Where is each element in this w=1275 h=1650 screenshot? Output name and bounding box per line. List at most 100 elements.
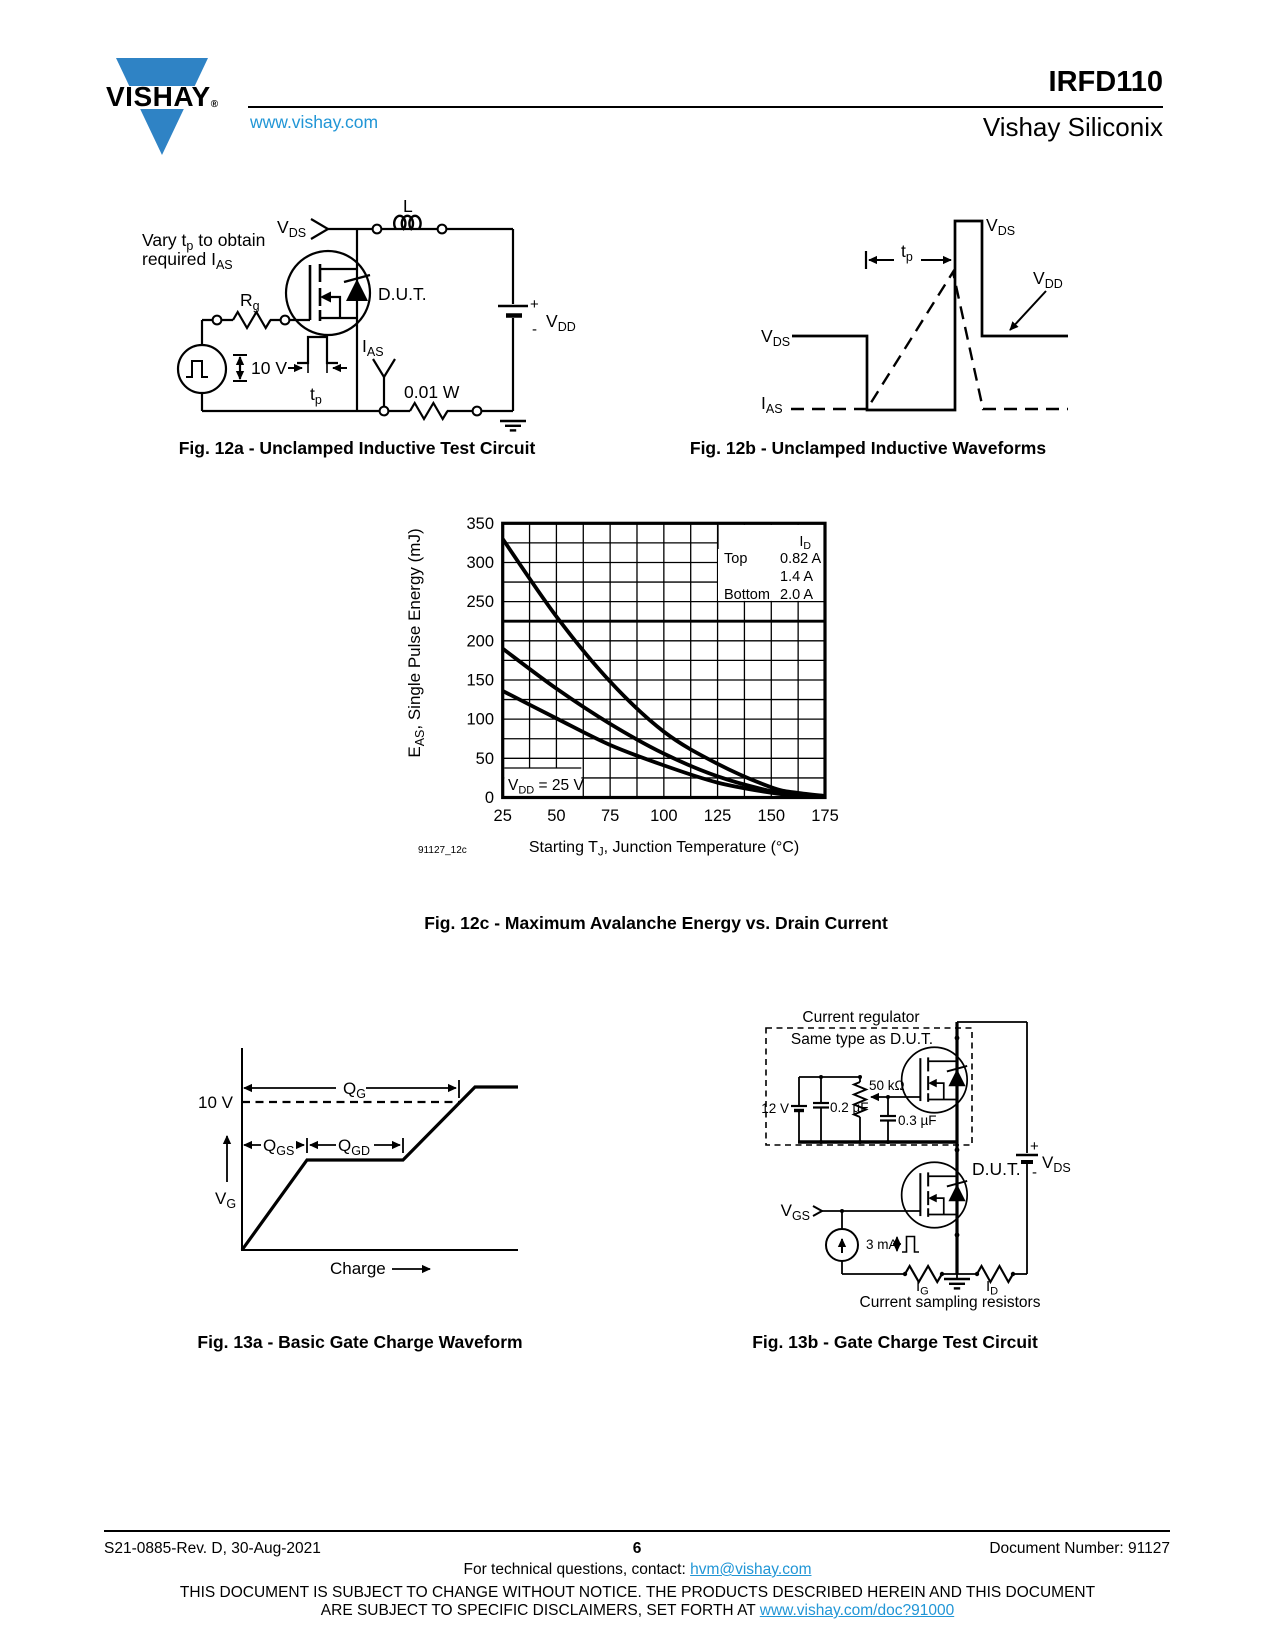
svg-text:0: 0 [485,789,494,807]
svg-text:75: 75 [601,807,619,825]
qgs-label: QGS [263,1136,294,1158]
contact-email-link[interactable]: hvm@vishay.com [690,1561,812,1578]
svg-text:25: 25 [494,807,512,825]
vgs-label: VGS [781,1201,810,1223]
svg-text:100: 100 [650,807,678,825]
charge-label: Charge [330,1259,386,1278]
fig12b-caption: Fig. 12b - Unclamped Inductive Waveforms [689,438,1047,458]
svg-text:100: 100 [466,711,494,729]
v12-label: 12 V [761,1101,789,1116]
chart-watermark: 91127_12c [418,845,467,856]
fig12a-circuit-diagram: Vary tp to obtain required IAS VDS L Rg … [142,196,576,432]
footer-disclaimer2: ARE SUBJECT TO SPECIFIC DISCLAIMERS, SET… [320,1602,955,1619]
y-axis-label: EAS, Single Pulse Energy (mJ) [405,528,427,757]
legend-title: ID [799,534,811,552]
chart-legend: ID Top 0.82 A 1.4 A Bottom 2.0 A [717,524,824,603]
inductor-icon [393,214,422,231]
footer-disclaimer1: THIS DOCUMENT IS SUBJECT TO CHANGE WITHO… [179,1584,1096,1601]
c1-label: 0.2 µF [830,1100,869,1115]
ias-left-label: IAS [761,393,783,416]
ground-icon [942,1277,972,1290]
dut-label: D.U.T. [378,284,427,304]
header-website-link[interactable]: www.vishay.com [250,112,379,132]
vds-minus: - [1032,1164,1037,1181]
ima-pulse-icon [902,1235,919,1253]
tp-pulse-icon [297,335,338,365]
battery-minus: - [532,321,537,338]
tp-label: tp [901,241,913,264]
pot-label: 50 kΩ [869,1078,905,1093]
shunt-resistor-icon [408,401,449,421]
legend-mid-value: 1.4 A [780,569,813,585]
rg-label: Rg [240,290,260,313]
vds-left-label: VDS [761,326,790,349]
fig12a-note-line2: required IAS [142,249,233,272]
pot-icon [851,1081,869,1118]
fig13a-waveform-diagram: QG 10 V QGS QGD VG Charge [198,1048,518,1278]
dut-label: D.U.T. [972,1159,1021,1179]
header-rule [248,106,1163,109]
current-regulator-box [765,1027,973,1146]
c2-label: 0.3 µF [898,1113,937,1128]
chart-frame [501,521,827,800]
vgs-chevron-icon [812,1205,825,1217]
svg-text:50: 50 [547,807,565,825]
current-regulator-label: Current regulator [802,1009,919,1026]
pulse-amplitude-label: 10 V [251,358,287,378]
inductor-label: L [403,196,413,216]
qgd-label: QGD [338,1136,370,1158]
ten-volt-label: 10 V [198,1093,234,1112]
legend-bottom-value: 2.0 A [780,587,813,603]
sampling-label: Current sampling resistors [860,1294,1041,1311]
fig12a-caption: Fig. 12a - Unclamped Inductive Test Circ… [178,438,536,458]
same-type-label: Same type as D.U.T. [791,1031,933,1048]
vg-label: VG [215,1189,236,1211]
ima-label: 3 mA [866,1237,898,1252]
ig-label: IG [916,1278,929,1298]
rg-resistor-icon [231,310,272,330]
svg-text:250: 250 [466,593,494,611]
vds-waveform [792,219,1068,412]
part-number: IRFD110 [1048,66,1163,98]
vds-top-label: VDS [986,215,1015,238]
vds-chevron-icon [310,218,331,240]
svg-text:50: 50 [476,750,494,768]
regulator-mosfet-icon [900,1046,969,1114]
ias-label: IAS [362,336,384,359]
vishay-logo: VISHAY® [98,58,243,155]
fig12c-caption: Fig. 12c - Maximum Avalanche Energy vs. … [424,913,888,933]
vdd-label: VDD [1033,268,1063,291]
ground-icon [498,419,528,432]
vds-plus: + [1030,1138,1039,1155]
svg-text:150: 150 [758,807,786,825]
vishay-logo-wordmark: VISHAY® [106,81,219,112]
disclaimer-link[interactable]: www.vishay.com/doc?91000 [759,1602,955,1619]
vds-label: VDS [1042,1153,1071,1175]
tp-label: tp [310,384,322,407]
ig-resistor-icon [903,1264,944,1284]
fig12c-chart: ID Top 0.82 A 1.4 A Bottom 2.0 A VDD = 2… [405,515,839,859]
fig12a-note-line1: Vary tp to obtain [142,230,265,253]
annotation-vdd: VDD = 25 V [508,777,584,797]
footer-contact-line: For technical questions, contact: hvm@vi… [463,1561,812,1578]
svg-text:175: 175 [811,807,839,825]
dut-mosfet-icon [900,1161,969,1229]
footer-revision: S21-0885-Rev. D, 30-Aug-2021 [104,1540,321,1557]
ias-arrow-icon [372,358,396,380]
mosfet-dut-icon [284,249,372,337]
fig12b-waveform-diagram: tp VDS VDD VDS IAS [761,215,1068,416]
id-resistor-icon [975,1264,1015,1284]
fig13b-circuit-diagram: Current regulator Same type as D.U.T. 12… [761,1009,1071,1311]
svg-text:150: 150 [466,671,494,689]
junction-dots [819,1035,1016,1277]
qg-label: QG [343,1079,366,1101]
id-label: ID [986,1278,998,1298]
vdd-label: VDD [546,311,576,334]
fig13b-caption: Fig. 13b - Gate Charge Test Circuit [752,1332,1038,1352]
svg-text:200: 200 [466,632,494,650]
chart-annotation: VDD = 25 V [504,767,584,797]
shunt-resistor-label: 0.01 W [404,382,460,402]
